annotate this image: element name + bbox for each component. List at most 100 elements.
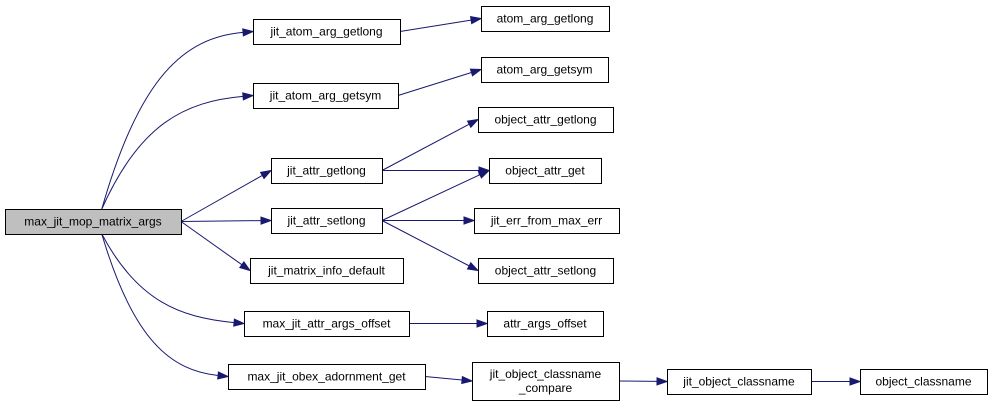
node-jit_matrix_info_default[interactable]: jit_matrix_info_default — [250, 258, 404, 284]
function-nodes: max_jit_mop_matrix_args jit_atom_arg_getl… — [5, 6, 988, 401]
arrowhead-icon — [849, 377, 862, 386]
edge-max_jit_attr_args_offset-to-attr_args_offset — [409, 319, 489, 328]
node-jit_attr_setlong[interactable]: jit_attr_setlong — [271, 208, 383, 234]
node-label: jit_attr_setlong — [286, 214, 365, 228]
node-jit_object_classname[interactable]: jit_object_classname — [667, 369, 812, 395]
node-label: jit_err_from_max_err — [490, 214, 602, 228]
edge-line — [180, 221, 243, 266]
edge-jit_atom_arg_getlong-to-atom_arg_getlong — [399, 16, 483, 32]
node-label: max_jit_mop_matrix_args — [24, 215, 161, 229]
arrowhead-icon — [239, 260, 252, 272]
node-box — [5, 209, 182, 235]
node-label: jit_attr_getlong — [286, 164, 366, 178]
arrowhead-icon — [477, 169, 491, 179]
node-attr_args_offset[interactable]: attr_args_offset — [487, 311, 604, 337]
arrowhead-icon — [260, 216, 273, 225]
edge-jit_object_classname_compare-to-jit_object_classname — [618, 377, 669, 386]
edge-line — [381, 123, 470, 171]
arrowhead-icon — [466, 118, 480, 129]
edge-line — [101, 31, 244, 210]
node-label: object_attr_get — [505, 164, 585, 178]
arrowhead-icon — [242, 28, 255, 37]
node-label: object_classname — [875, 375, 971, 389]
node-label: max_jit_obex_adornment_get — [247, 370, 406, 384]
node-box — [253, 19, 401, 45]
edge-jit_attr_setlong-to-jit_err_from_max_err — [382, 216, 476, 225]
node-box — [474, 208, 620, 234]
node-label: jit_object_classname — [489, 367, 602, 381]
arrowhead-icon — [259, 169, 273, 180]
node-label: jit_matrix_info_default — [267, 264, 385, 278]
node-object_attr_get[interactable]: object_attr_get — [489, 158, 602, 184]
edge-jit_object_classname-to-object_classname — [811, 377, 862, 386]
edge-jit_attr_getlong-to-object_attr_getlong — [381, 118, 480, 171]
edge-max_jit_mop_matrix_args-to-jit_atom_arg_getlong — [101, 28, 255, 210]
node-box — [271, 208, 383, 234]
node-jit_attr_getlong[interactable]: jit_attr_getlong — [271, 158, 383, 184]
node-box — [478, 258, 614, 284]
arrowhead-icon — [463, 216, 476, 225]
edge-max_jit_obex_adornment_get-to-jit_object_classname_compare — [424, 375, 474, 385]
edge-line — [180, 174, 263, 222]
node-atom_arg_getlong[interactable]: atom_arg_getlong — [481, 6, 610, 32]
node-object_attr_setlong[interactable]: object_attr_setlong — [478, 258, 614, 284]
node-label: jit_object_classname — [682, 375, 795, 389]
edge-line — [101, 233, 235, 324]
node-box — [860, 369, 988, 395]
node-jit_atom_arg_getlong[interactable]: jit_atom_arg_getlong — [253, 19, 401, 45]
node-jit_atom_arg_getsym[interactable]: jit_atom_arg_getsym — [253, 83, 399, 109]
node-jit_err_from_max_err[interactable]: jit_err_from_max_err — [474, 208, 620, 234]
edge-line — [180, 220, 262, 222]
arrowhead-icon — [469, 16, 483, 25]
edge-max_jit_mop_matrix_args-to-jit_attr_getlong — [180, 169, 273, 222]
node-atom_arg_getsym[interactable]: atom_arg_getsym — [481, 57, 609, 83]
edge-max_jit_mop_matrix_args-to-jit_attr_setlong — [180, 216, 273, 225]
node-max_jit_mop_matrix_args[interactable]: max_jit_mop_matrix_args — [5, 209, 182, 235]
edge-line — [381, 220, 470, 267]
node-box — [228, 364, 426, 390]
node-box — [250, 258, 404, 284]
node-object_classname[interactable]: object_classname — [860, 369, 988, 395]
edge-line — [399, 19, 472, 32]
arrowhead-icon — [242, 92, 255, 101]
edge-max_jit_mop_matrix_args-to-jit_matrix_info_default — [180, 221, 252, 272]
edge-jit_attr_setlong-to-object_attr_setlong — [381, 220, 480, 272]
node-jit_object_classname_compare[interactable]: jit_object_classname_compare — [472, 362, 620, 401]
arrowhead-icon — [469, 68, 483, 77]
edge-line — [101, 95, 244, 210]
call-edges — [101, 16, 862, 386]
edge-max_jit_mop_matrix_args-to-max_jit_attr_args_offset — [101, 233, 246, 327]
arrowhead-icon — [217, 371, 230, 380]
node-box — [487, 311, 604, 337]
node-max_jit_attr_args_offset[interactable]: max_jit_attr_args_offset — [244, 311, 410, 337]
node-label: _compare — [518, 381, 573, 395]
arrowhead-icon — [656, 377, 669, 386]
node-label: atom_arg_getlong — [497, 12, 594, 26]
node-box — [489, 158, 602, 184]
node-box — [472, 362, 620, 401]
node-box — [481, 57, 609, 83]
edge-jit_atom_arg_getsym-to-atom_arg_getsym — [397, 68, 483, 96]
node-object_attr_getlong[interactable]: object_attr_getlong — [478, 107, 614, 133]
arrowhead-icon — [233, 318, 246, 327]
node-label: jit_atom_arg_getlong — [269, 25, 382, 39]
node-label: object_attr_getlong — [494, 113, 596, 127]
node-box — [271, 158, 383, 184]
node-label: atom_arg_getsym — [496, 63, 592, 77]
edge-max_jit_mop_matrix_args-to-max_jit_obex_adornment_get — [101, 233, 230, 380]
node-box — [667, 369, 812, 395]
edge-max_jit_mop_matrix_args-to-jit_atom_arg_getsym — [101, 92, 255, 210]
node-label: max_jit_attr_args_offset — [263, 317, 392, 331]
node-max_jit_obex_adornment_get[interactable]: max_jit_obex_adornment_get — [228, 364, 426, 390]
node-box — [481, 6, 610, 32]
node-box — [253, 83, 399, 109]
arrowhead-icon — [461, 375, 474, 385]
edge-jit_attr_setlong-to-object_attr_get — [381, 169, 491, 221]
node-label: jit_atom_arg_getsym — [269, 89, 381, 103]
node-label: object_attr_setlong — [495, 264, 596, 278]
node-box — [244, 311, 410, 337]
edge-line — [397, 72, 472, 96]
node-box — [478, 107, 614, 133]
edge-line — [381, 174, 481, 221]
